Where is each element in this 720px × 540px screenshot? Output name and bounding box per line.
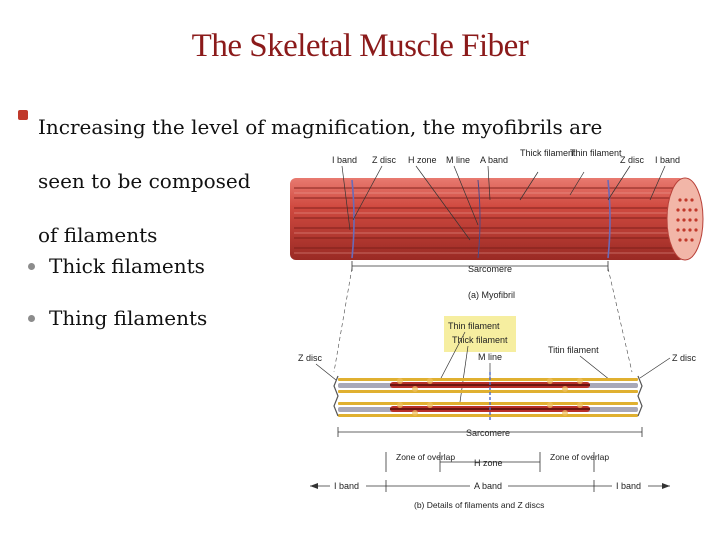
main-bullet-line-1: Increasing the level of magnification, t… [38, 115, 603, 139]
label-h-zone-b: H zone [474, 458, 503, 468]
label-m-line: M line [446, 155, 470, 165]
main-bullet-line-2: seen to be composed [38, 169, 251, 193]
label-thin-filament: Thin filament [570, 148, 622, 158]
label-sarcomere: Sarcomere [468, 264, 512, 274]
label-i-band-b-right: I band [616, 481, 641, 491]
label-sarcomere-b: Sarcomere [466, 428, 510, 438]
caption-a-myofibril: (a) Myofibril [468, 290, 515, 300]
myofibril-diagram: I band Z disc H zone M line A band Thick… [290, 148, 704, 510]
label-z-disc-left: Z disc [372, 155, 397, 165]
main-bullet-marker [18, 110, 28, 120]
sub-bullet-dot [28, 314, 35, 322]
label-z-disc-right: Z disc [620, 155, 645, 165]
myofibril-cylinder [290, 177, 704, 261]
label-a-band: A band [480, 155, 508, 165]
label-titin-filament: Titin filament [548, 345, 599, 355]
label-h-zone: H zone [408, 155, 437, 165]
label-z-disc-b-right: Z disc [672, 353, 697, 363]
caption-b-details: (b) Details of filaments and Z discs [414, 500, 544, 510]
label-i-band-left: I band [332, 155, 357, 165]
label-thick-filament: Thick filament [520, 148, 576, 158]
label-bg-a-band [470, 479, 508, 492]
label-bg-i-band-left [330, 479, 366, 492]
label-i-band-b-left: I band [334, 481, 359, 491]
main-bullet-line-3: of filaments [38, 223, 158, 247]
label-zone-overlap-left: Zone of overlap [396, 452, 455, 462]
label-i-band-right: I band [655, 155, 680, 165]
label-a-band-b: A band [474, 481, 502, 491]
filament-detail-rows [333, 372, 643, 422]
label-thick-filament-b: Thick filament [452, 335, 508, 345]
label-m-line-b: M line [478, 352, 502, 362]
sub-bullet-text: Thick filaments [49, 254, 205, 278]
label-bg-i-band-right [612, 479, 648, 492]
sub-bullet-text: Thing filaments [49, 306, 208, 330]
sub-bullet-item: Thick filaments [28, 254, 205, 278]
label-zone-overlap-right: Zone of overlap [550, 452, 609, 462]
main-bullet-text: Increasing the level of magnification, t… [38, 100, 678, 262]
slide-title: The Skeletal Muscle Fiber [191, 28, 529, 64]
label-z-disc-b-left: Z disc [298, 353, 323, 363]
sub-bullet-dot [28, 262, 35, 270]
sub-bullet-item: Thing filaments [28, 306, 207, 330]
label-thin-filament-b: Thin filament [448, 321, 500, 331]
filament-label-highlight [444, 316, 516, 352]
